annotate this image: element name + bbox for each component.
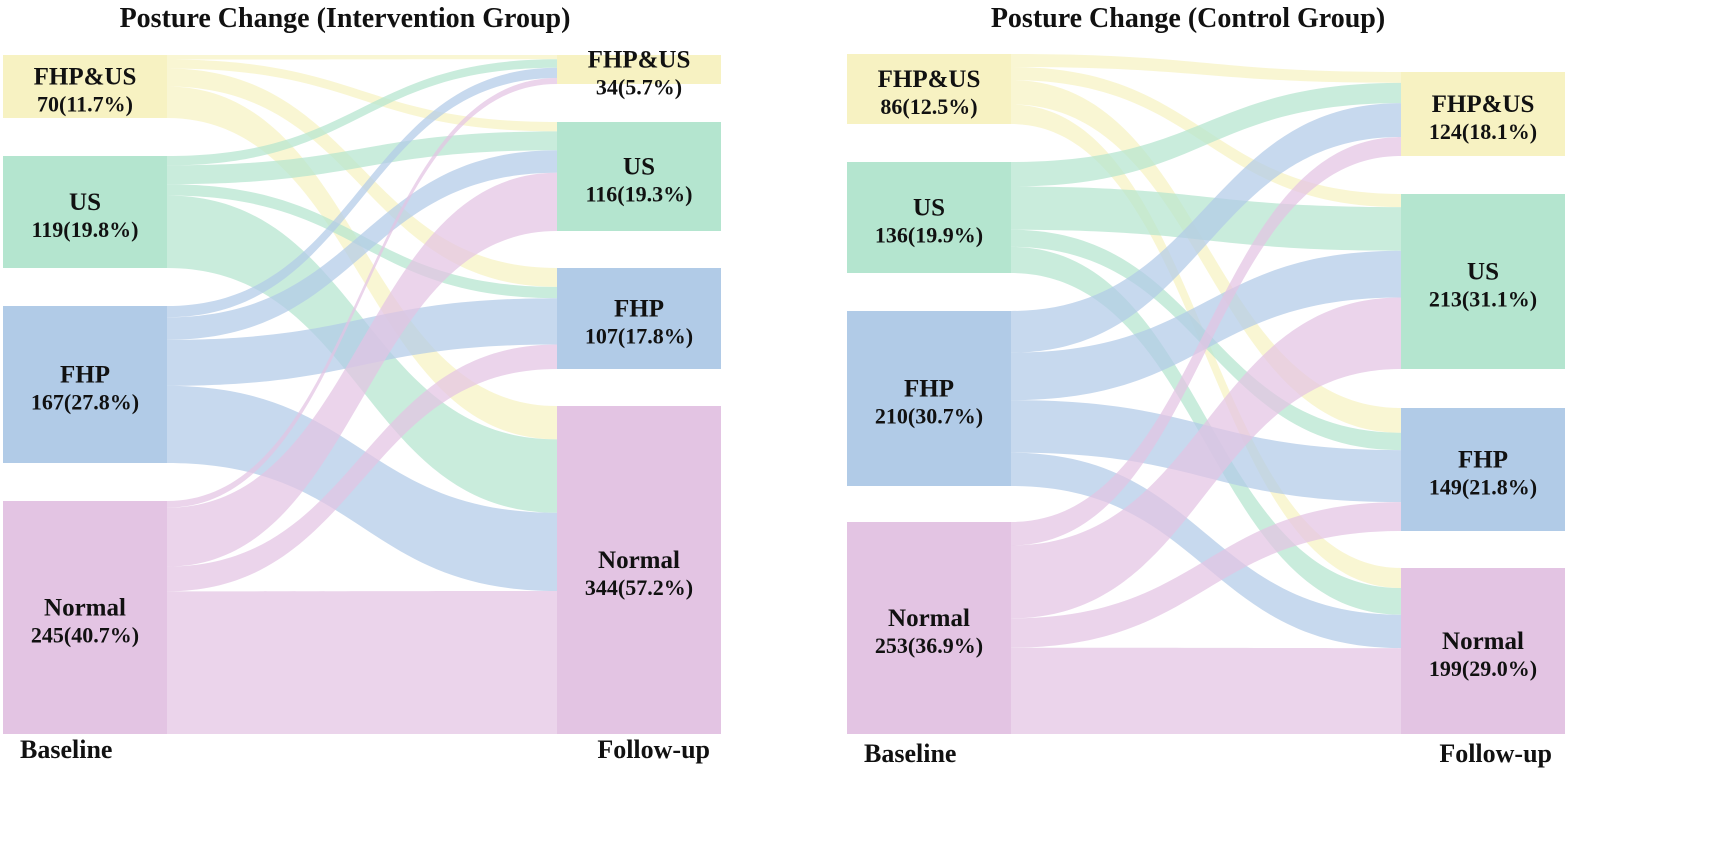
node-rect xyxy=(3,156,167,268)
stage-label-baseline: Baseline xyxy=(20,735,112,764)
flow-normal-to-fhp xyxy=(1011,502,1401,648)
flow-us-to-us xyxy=(167,131,557,185)
node-rect xyxy=(847,311,1011,486)
node-label: FHP&US xyxy=(1432,91,1535,118)
flow-fhp-us-to-fhp-us xyxy=(1011,54,1401,83)
flow-normal-to-fhp xyxy=(167,344,557,592)
node-label: FHP xyxy=(1458,447,1508,474)
flow-fhp-to-fhp-us xyxy=(1011,103,1401,353)
flow-fhp-us-to-fhp-us xyxy=(167,55,557,60)
node-count: 253(36.9%) xyxy=(875,633,983,658)
node-rect xyxy=(1401,194,1565,369)
node-rect xyxy=(3,55,167,118)
node-count: 124(18.1%) xyxy=(1429,119,1537,144)
flow-normal-to-fhp-us xyxy=(167,78,557,508)
node-label: Normal xyxy=(44,595,126,622)
node-label: FHP xyxy=(904,376,954,403)
flow-fhp-us-to-fhp xyxy=(1011,80,1401,433)
node-rect xyxy=(3,306,167,463)
node-rect xyxy=(557,122,721,231)
node-label: US xyxy=(69,189,101,216)
flow-normal-to-us xyxy=(167,172,557,567)
flow-fhp-us-to-us xyxy=(167,59,557,132)
node-count: 210(30.7%) xyxy=(875,404,983,429)
flows xyxy=(167,55,557,734)
node-rect xyxy=(847,54,1011,124)
node-label: FHP&US xyxy=(878,66,981,93)
node-count: 344(57.2%) xyxy=(585,575,693,600)
stage-label-baseline: Baseline xyxy=(864,739,956,768)
node-count: 70(11.7%) xyxy=(37,92,133,117)
node-label: FHP&US xyxy=(34,64,137,91)
chart-title: Posture Change (Intervention Group) xyxy=(120,3,571,34)
node-rect xyxy=(1401,72,1565,156)
node-label: Normal xyxy=(598,547,680,574)
node-count: 167(27.8%) xyxy=(31,390,139,415)
node-rect xyxy=(557,268,721,369)
flow-normal-to-us xyxy=(1011,297,1401,619)
node-count: 107(17.8%) xyxy=(585,324,693,349)
node-count: 136(19.9%) xyxy=(875,223,983,248)
node-rect xyxy=(557,406,721,734)
chart-title: Posture Change (Control Group) xyxy=(991,3,1385,34)
node-label: FHP xyxy=(60,362,110,389)
node-count: 149(21.8%) xyxy=(1429,475,1537,500)
node-rect xyxy=(3,501,167,734)
flow-fhp-to-us xyxy=(1011,250,1401,401)
flow-us-to-fhp-us xyxy=(167,59,557,166)
flows xyxy=(1011,54,1401,734)
node-rect xyxy=(847,522,1011,734)
flow-fhp-to-normal xyxy=(167,385,557,591)
flow-normal-to-normal xyxy=(167,590,557,734)
node-label: Normal xyxy=(1442,628,1524,655)
flow-fhp-to-fhp-us xyxy=(167,67,557,318)
flow-normal-to-fhp-us xyxy=(1011,137,1401,546)
sankey-panel-control: Posture Change (Control Group)FHP&US86(1… xyxy=(847,3,1565,768)
node-count: 86(12.5%) xyxy=(880,94,977,119)
node-rect xyxy=(1401,568,1565,734)
node-label: US xyxy=(913,195,945,222)
node-label: Normal xyxy=(888,605,970,632)
node-count: 213(31.1%) xyxy=(1429,287,1537,312)
node-count: 119(19.8%) xyxy=(32,217,139,242)
node-label: FHP xyxy=(614,296,664,323)
flow-us-to-fhp-us xyxy=(1011,82,1401,187)
node-label: FHP&US xyxy=(588,47,691,74)
node-count: 34(5.7%) xyxy=(596,75,682,100)
flow-normal-to-normal xyxy=(1011,647,1401,734)
stage-label-followup: Follow-up xyxy=(1439,739,1552,768)
node-count: 116(19.3%) xyxy=(586,182,693,207)
stage-label-followup: Follow-up xyxy=(597,735,710,764)
flow-fhp-to-us xyxy=(167,150,557,340)
node-count: 245(40.7%) xyxy=(31,623,139,648)
node-count: 199(29.0%) xyxy=(1429,656,1537,681)
node-rect xyxy=(847,162,1011,273)
node-label: US xyxy=(1467,259,1499,286)
node-rect xyxy=(557,55,721,84)
sankey-panel-intervention: Posture Change (Intervention Group) FHP&U… xyxy=(3,3,721,764)
node-rect xyxy=(1401,408,1565,531)
flow-fhp-us-to-fhp xyxy=(167,68,557,287)
flow-fhp-us-to-normal xyxy=(167,86,557,440)
node-label: US xyxy=(623,154,655,181)
